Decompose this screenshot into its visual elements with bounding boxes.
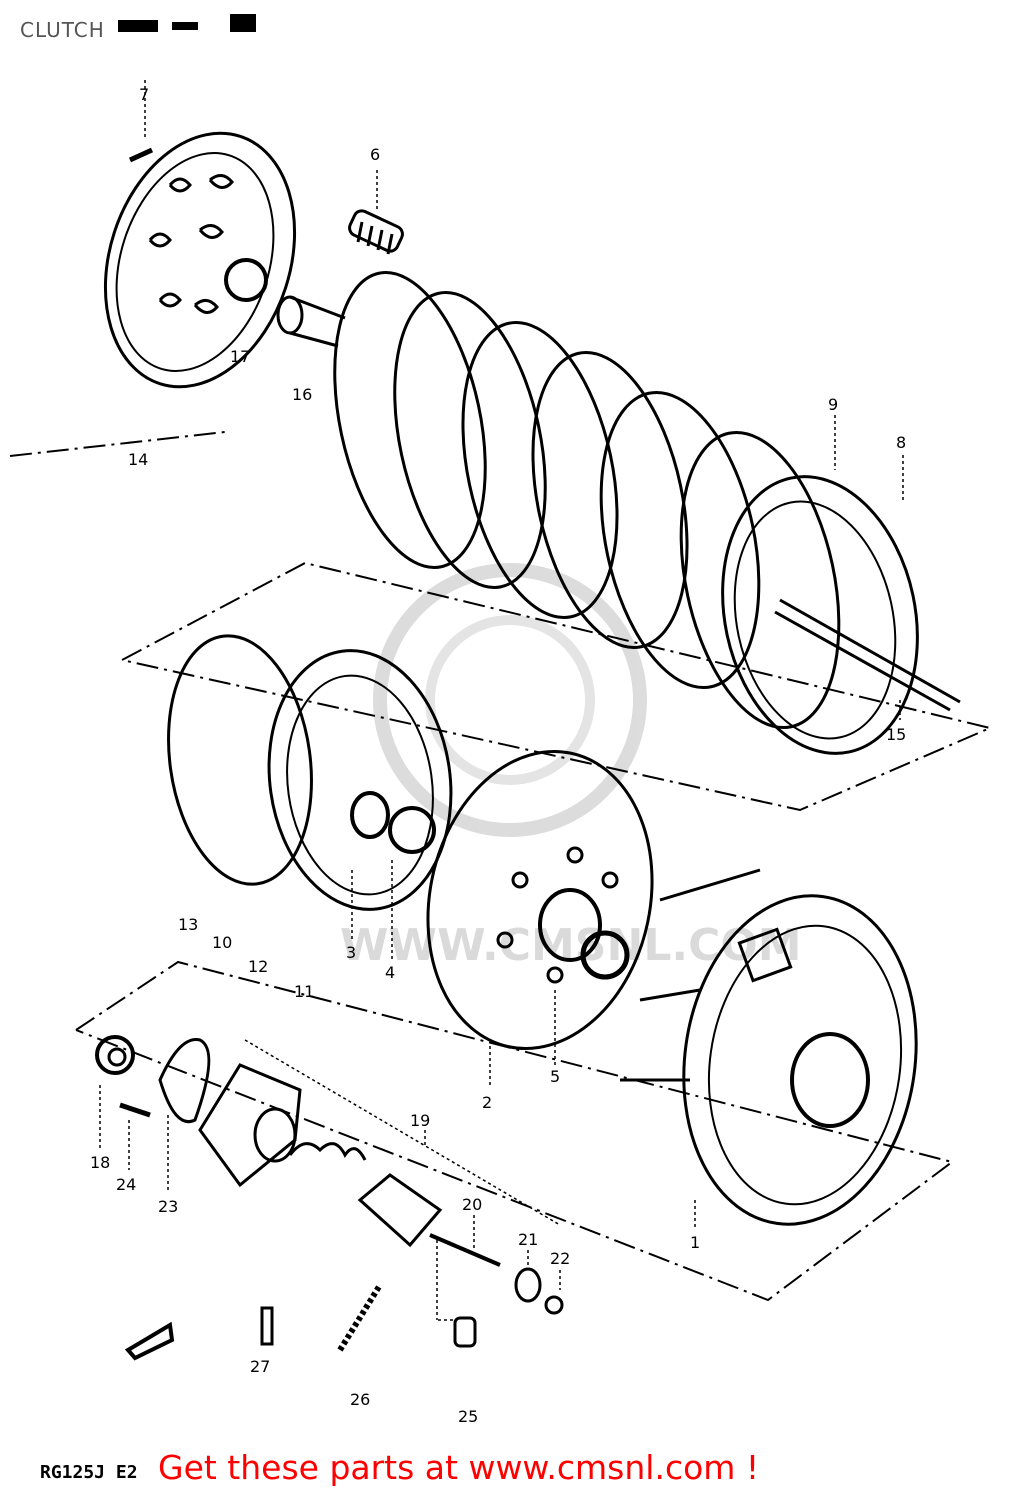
callout-18: 18 (90, 1153, 110, 1172)
callout-13: 13 (178, 915, 198, 934)
callout-5: 5 (550, 1067, 560, 1086)
callout-8: 8 (896, 433, 906, 452)
leader-lines (99, 80, 904, 1321)
clutch-spring (348, 209, 404, 255)
clutch-sleeve-hub (167, 634, 453, 911)
callout-26: 26 (350, 1390, 370, 1409)
header-marks (118, 14, 256, 32)
callout-25: 25 (458, 1407, 478, 1426)
callout-14: 14 (128, 450, 148, 469)
callout-6: 6 (370, 145, 380, 164)
callout-24: 24 (116, 1175, 136, 1194)
pressure-plate (103, 131, 297, 389)
callout-19: 19 (410, 1111, 430, 1130)
clutch-housing (620, 868, 918, 1226)
callout-2: 2 (482, 1093, 492, 1112)
callout-21: 21 (518, 1230, 538, 1249)
callout-7: 7 (139, 85, 149, 104)
model-code: RG125J E2 (40, 1462, 138, 1483)
release-mechanism (95, 1035, 564, 1361)
callout-17: 17 (230, 347, 250, 366)
callout-labels: 1 2 3 4 5 6 7 8 9 10 11 12 13 14 15 16 1… (90, 85, 906, 1426)
push-rod (774, 598, 961, 712)
callout-15: 15 (886, 725, 906, 744)
push-piece (276, 295, 346, 348)
watermark: WWW.CMSNL.COM (340, 563, 802, 971)
page-title: CLUTCH (20, 18, 105, 42)
promo-link[interactable]: Get these parts at www.cmsnl.com ! (158, 1448, 760, 1487)
callout-11: 11 (294, 982, 314, 1001)
callout-10: 10 (212, 933, 232, 952)
primary-gear-plate (426, 750, 654, 1050)
callout-9: 9 (828, 395, 838, 414)
callout-22: 22 (550, 1249, 570, 1268)
callout-16: 16 (292, 385, 312, 404)
callout-20: 20 (462, 1195, 482, 1214)
callout-4: 4 (385, 963, 395, 982)
callout-12: 12 (248, 957, 268, 976)
watermark-text: WWW.CMSNL.COM (340, 920, 802, 971)
guide-lines (9, 431, 994, 1302)
callout-3: 3 (346, 943, 356, 962)
callout-23: 23 (158, 1197, 178, 1216)
callout-1: 1 (690, 1233, 700, 1252)
clutch-plates (333, 271, 919, 755)
callout-27: 27 (250, 1357, 270, 1376)
